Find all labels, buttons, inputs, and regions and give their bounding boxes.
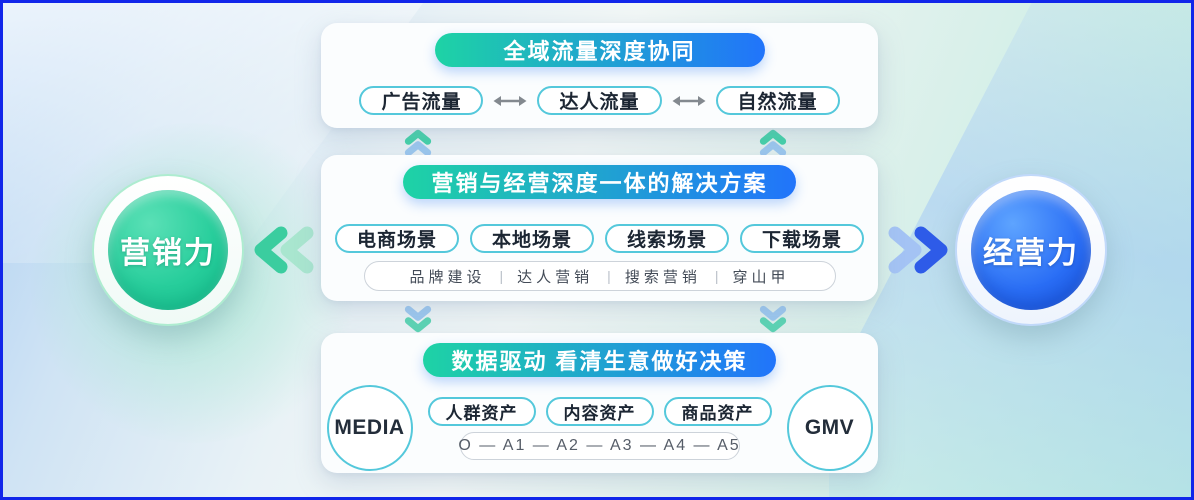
pill-product-assets: 商品资产	[663, 396, 772, 426]
solution-card: 营销与经营深度一体的解决方案 电商场景 本地场景 线索场景 下载场景 品牌建设 …	[321, 155, 878, 301]
operating-power-circle: 经营力	[955, 174, 1107, 326]
traffic-card: 全域流量深度协同 广告流量 达人流量 自然流量	[321, 23, 878, 128]
o-a5-funnel-bar: O — A1 — A2 — A3 — A4 — A5	[458, 431, 740, 460]
solution-pills-row: 电商场景 本地场景 线索场景 下载场景	[334, 224, 865, 253]
pill-creator-traffic: 达人流量	[537, 86, 662, 115]
double-chevron-right-icon	[888, 226, 948, 274]
asset-pills-row: 人群资产 内容资产 商品资产	[427, 396, 772, 426]
asset-and-funnel-column: 人群资产 内容资产 商品资产 O — A1 — A2 — A3 — A4 — A…	[427, 396, 772, 460]
bar-item-pangle: 穿山甲	[732, 268, 790, 286]
traffic-card-title: 全域流量深度协同	[434, 33, 765, 67]
data-card-content-row: MEDIA 人群资产 内容资产 商品资产 O — A1 — A2 — A3 — …	[326, 385, 873, 471]
operating-power-label: 经营力	[971, 190, 1091, 310]
pill-ecommerce-scene: 电商场景	[334, 224, 459, 253]
bar-divider: |	[499, 268, 504, 284]
bidirectional-arrow-icon	[492, 95, 528, 107]
solution-card-title: 营销与经营深度一体的解决方案	[403, 165, 796, 199]
bar-item-search-marketing: 搜索营销	[624, 268, 701, 286]
bar-item-brand-building: 品牌建设	[409, 268, 486, 286]
pill-organic-traffic: 自然流量	[715, 86, 840, 115]
bar-divider: |	[714, 268, 719, 284]
bar-divider: |	[607, 268, 611, 284]
marketing-power-circle: 营销力	[92, 174, 244, 326]
data-card-title: 数据驱动 看清生意做好决策	[423, 343, 776, 377]
gmv-badge: GMV	[786, 385, 873, 471]
pill-leads-scene: 线索场景	[605, 224, 730, 253]
double-chevron-down-icon	[759, 305, 787, 333]
pill-ad-traffic: 广告流量	[359, 86, 484, 115]
double-chevron-up-icon	[404, 129, 432, 157]
pill-content-assets: 内容资产	[545, 396, 654, 426]
pill-download-scene: 下载场景	[740, 224, 865, 253]
pill-audience-assets: 人群资产	[427, 396, 536, 426]
pill-local-scene: 本地场景	[469, 224, 594, 253]
media-badge: MEDIA	[326, 385, 413, 471]
double-chevron-left-icon	[254, 226, 314, 274]
solution-capability-bar: 品牌建设 | 达人营销 | 搜索营销 | 穿山甲	[363, 261, 836, 291]
bar-item-creator-marketing: 达人营销	[517, 268, 594, 286]
traffic-pills-row: 广告流量 达人流量 自然流量	[359, 86, 840, 115]
bidirectional-arrow-icon	[671, 95, 707, 107]
double-chevron-up-icon	[759, 129, 787, 157]
marketing-power-label: 营销力	[108, 190, 228, 310]
data-card: 数据驱动 看清生意做好决策 MEDIA 人群资产 内容资产 商品资产 O — A…	[321, 333, 878, 473]
double-chevron-down-icon	[404, 305, 432, 333]
